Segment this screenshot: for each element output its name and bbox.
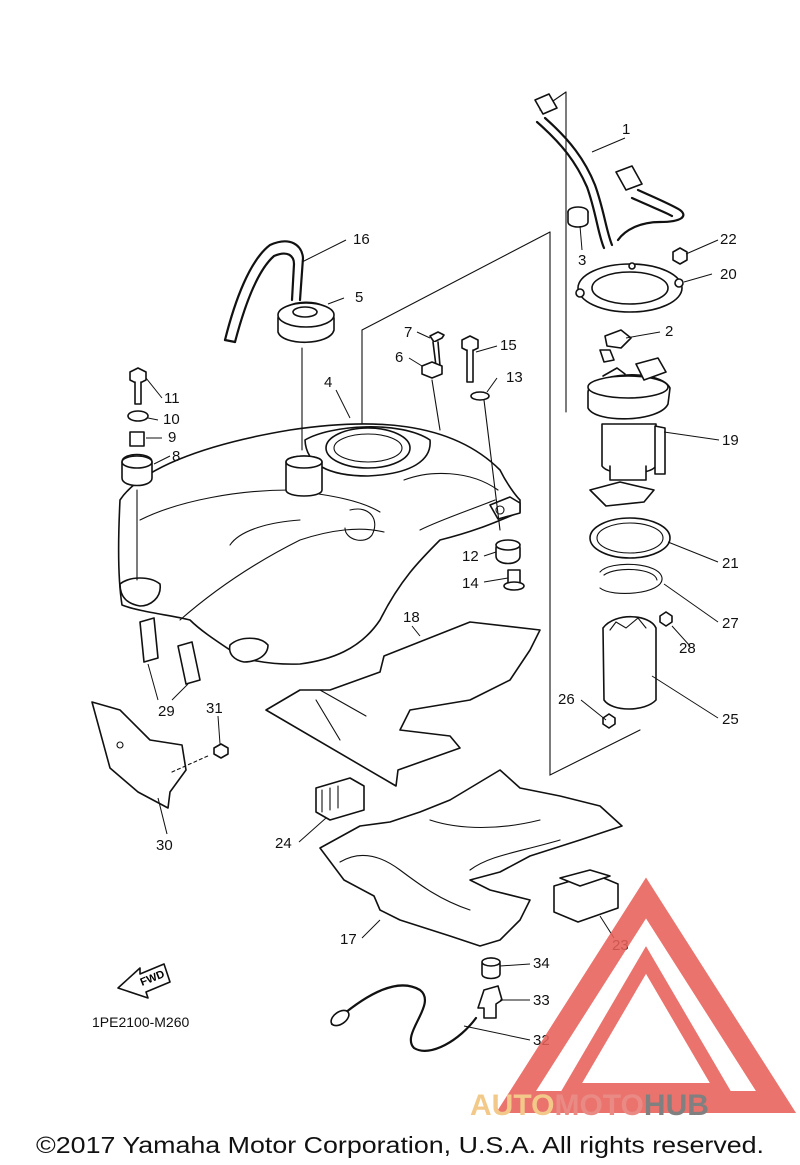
rubber-strip-part-29 [139, 617, 201, 685]
fuel-tank-part-4 [117, 423, 521, 665]
breather-hose-part-16 [223, 240, 305, 344]
label-part-19: 19 [722, 432, 739, 449]
label-part-29: 29 [158, 703, 175, 720]
brand-moto: MOTO [554, 1089, 643, 1122]
fwd-direction-arrow: FWD [117, 963, 171, 999]
label-part-2: 2 [665, 323, 673, 340]
nut-part-22 [672, 247, 688, 265]
label-part-16: 16 [353, 231, 370, 248]
elbow-joint-part-33 [477, 985, 503, 1019]
regulator-part-24 [315, 777, 365, 821]
screw-part-31 [213, 743, 229, 759]
label-part-4: 4 [324, 374, 332, 391]
watermark-logo: AUTOMOTOHUB [470, 877, 797, 1122]
washer-part-13 [470, 391, 501, 531]
band-clamp-part-27 [599, 563, 663, 594]
pump-group-bracket [361, 91, 641, 776]
collar-part-6 [421, 361, 443, 431]
label-part-33: 33 [533, 992, 550, 1009]
watermark-triangle-icon [495, 877, 797, 1113]
damper-part-8 [121, 453, 153, 581]
drain-hose-part-32 [330, 984, 478, 1052]
label-part-20: 20 [720, 266, 737, 283]
label-part-26: 26 [558, 691, 575, 708]
grommet-part-3 [567, 206, 589, 228]
fuel-hose-part-1 [534, 93, 685, 250]
watermark-brand: AUTOMOTOHUB [470, 1089, 709, 1122]
label-part-24: 24 [275, 835, 292, 852]
fuel-pump-part-19 [587, 357, 671, 507]
damper-part-12 [495, 539, 521, 565]
label-part-12: 12 [462, 548, 479, 565]
label-part-27: 27 [722, 615, 739, 632]
label-part-11: 11 [164, 390, 180, 407]
gasket-part-21 [589, 517, 671, 559]
copyright-notice: ©2017 Yamaha Motor Corporation, U.S.A. A… [36, 1132, 764, 1158]
collar-part-9 [129, 431, 145, 447]
label-part-21: 21 [722, 555, 739, 572]
drawing-code: 1PE2100-M260 [92, 1014, 190, 1030]
label-part-13: 13 [506, 369, 523, 386]
label-part-22: 22 [720, 231, 737, 248]
hose-joint-part-2 [599, 329, 632, 363]
bolt-part-15 [461, 335, 479, 383]
callout-lines [145, 137, 720, 1041]
label-part-14: 14 [462, 575, 479, 592]
label-part-18: 18 [403, 609, 420, 626]
sheet-part-18 [265, 621, 541, 787]
label-part-6: 6 [395, 349, 403, 366]
label-part-31: 31 [206, 700, 223, 717]
bolt-part-7 [429, 331, 445, 367]
label-part-5: 5 [355, 289, 363, 306]
under-tray-part-17 [319, 769, 623, 947]
label-part-7: 7 [404, 324, 412, 341]
retaining-plate-part-20 [575, 262, 684, 313]
label-part-15: 15 [500, 337, 517, 354]
label-part-9: 9 [168, 429, 176, 446]
label-part-1: 1 [622, 121, 630, 138]
label-part-34: 34 [533, 955, 550, 972]
label-part-30: 30 [156, 837, 173, 854]
part-number-labels: 1 2 3 4 5 6 7 8 9 10 11 12 13 14 15 16 1… [156, 121, 739, 1049]
collar-part-14 [503, 569, 525, 591]
label-part-28: 28 [679, 640, 696, 657]
module-part-23 [553, 869, 619, 923]
screw-part-28 [659, 611, 673, 627]
label-part-3: 3 [578, 252, 586, 269]
filler-cap-part-5 [277, 301, 335, 451]
label-part-10: 10 [163, 411, 180, 428]
label-part-8: 8 [172, 448, 180, 465]
filter-cover-part-25 [602, 616, 657, 710]
label-part-25: 25 [722, 711, 739, 728]
brand-hub: HUB [644, 1089, 709, 1122]
washer-part-10 [127, 410, 149, 422]
grommet-part-34 [481, 957, 501, 980]
drain-screw-part-26 [602, 713, 616, 729]
brand-auto: AUTO [470, 1089, 554, 1122]
side-cover-part-30 [91, 701, 211, 809]
bolt-part-11 [129, 367, 147, 405]
label-part-17: 17 [340, 931, 357, 948]
